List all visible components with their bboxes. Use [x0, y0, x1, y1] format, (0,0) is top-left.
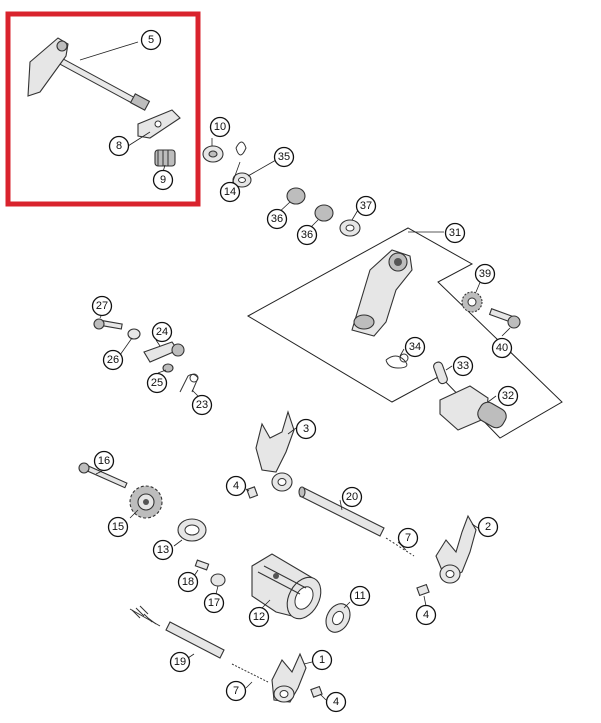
shift-drum-bearing-parts[interactable] — [202, 141, 361, 237]
shift-rod-20[interactable] — [298, 486, 385, 537]
svg-text:39: 39 — [479, 268, 491, 280]
svg-text:4: 4 — [423, 609, 429, 621]
subassembly-frame — [246, 227, 563, 439]
svg-text:25: 25 — [151, 377, 163, 389]
callout-19: 19 — [169, 651, 191, 673]
svg-text:32: 32 — [502, 390, 514, 402]
callout-13: 13 — [152, 539, 174, 561]
callout-7-lower: 7 — [225, 680, 247, 702]
callout-3: 3 — [295, 418, 317, 440]
svg-text:33: 33 — [457, 360, 469, 372]
callout-36-lower: 36 — [296, 224, 318, 246]
shift-rod-19-group[interactable] — [129, 605, 323, 703]
callout-4-upper: 4 — [225, 475, 247, 497]
svg-text:40: 40 — [496, 342, 508, 354]
svg-text:23: 23 — [196, 399, 208, 411]
callout-35: 35 — [273, 146, 295, 168]
highlight-frame — [5, 11, 201, 207]
callout-39: 39 — [474, 263, 496, 285]
callout-5: 5 — [140, 29, 162, 51]
svg-text:37: 37 — [360, 200, 372, 212]
callout-4-lower: 4 — [325, 691, 347, 713]
callout-9: 9 — [152, 169, 174, 191]
svg-text:34: 34 — [409, 341, 421, 353]
callout-27: 27 — [91, 295, 113, 317]
svg-text:36: 36 — [301, 229, 313, 241]
svg-text:26: 26 — [107, 354, 119, 366]
svg-text:1: 1 — [319, 654, 325, 666]
svg-text:9: 9 — [160, 174, 166, 186]
svg-text:12: 12 — [253, 611, 265, 623]
svg-text:5: 5 — [148, 34, 154, 46]
shift-shaft-assembly[interactable] — [27, 37, 181, 167]
svg-text:36: 36 — [271, 213, 283, 225]
svg-text:10: 10 — [214, 121, 226, 133]
svg-text:8: 8 — [116, 140, 122, 152]
callout-10: 10 — [209, 116, 231, 138]
callout-18: 18 — [177, 571, 199, 593]
svg-text:20: 20 — [346, 491, 358, 503]
callout-40: 40 — [491, 337, 513, 359]
callout-11: 11 — [349, 585, 371, 607]
callout-32: 32 — [497, 385, 519, 407]
svg-text:35: 35 — [278, 151, 290, 163]
callout-4-mid: 4 — [415, 604, 437, 626]
shift-fork-3[interactable] — [246, 410, 295, 499]
svg-text:14: 14 — [224, 186, 236, 198]
svg-text:7: 7 — [233, 685, 239, 697]
svg-text:11: 11 — [354, 590, 365, 602]
callout-16: 16 — [93, 450, 115, 472]
callout-25: 25 — [146, 372, 168, 394]
callout-15: 15 — [107, 516, 129, 538]
callout-12: 12 — [248, 606, 270, 628]
svg-text:15: 15 — [112, 521, 124, 533]
svg-text:16: 16 — [98, 455, 110, 467]
callout-24: 24 — [151, 321, 173, 343]
callout-8: 8 — [108, 135, 130, 157]
callout-31: 31 — [444, 222, 466, 244]
callout-14: 14 — [219, 181, 241, 203]
callout-7-upper: 7 — [397, 527, 419, 549]
svg-text:4: 4 — [333, 696, 339, 708]
svg-text:3: 3 — [303, 423, 309, 435]
svg-text:4: 4 — [233, 480, 239, 492]
callout-26: 26 — [102, 349, 124, 371]
svg-text:13: 13 — [157, 544, 169, 556]
svg-text:24: 24 — [156, 326, 168, 338]
callout-36-upper: 36 — [266, 208, 288, 230]
callout-20: 20 — [341, 486, 363, 508]
callout-33: 33 — [452, 355, 474, 377]
detent-lever-group[interactable] — [93, 318, 199, 393]
shift-lever-arm[interactable] — [351, 249, 521, 431]
svg-text:19: 19 — [174, 656, 186, 668]
callout-23: 23 — [191, 394, 213, 416]
callout-17: 17 — [203, 592, 225, 614]
callout-2: 2 — [477, 516, 499, 538]
svg-text:27: 27 — [96, 300, 108, 312]
svg-text:18: 18 — [182, 576, 194, 588]
svg-text:17: 17 — [208, 597, 220, 609]
svg-text:31: 31 — [449, 227, 461, 239]
callout-34: 34 — [404, 336, 426, 358]
shift-fork-2[interactable] — [385, 514, 477, 597]
callout-1: 1 — [311, 649, 333, 671]
svg-text:2: 2 — [485, 521, 491, 533]
svg-text:7: 7 — [405, 532, 411, 544]
callout-37: 37 — [355, 195, 377, 217]
